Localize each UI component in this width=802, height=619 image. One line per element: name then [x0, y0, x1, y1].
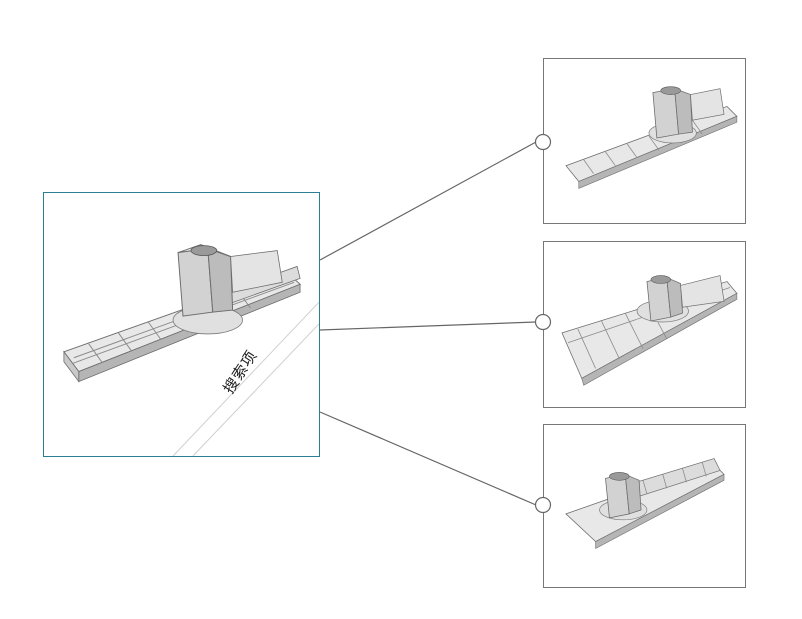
connector-line-3: [319, 411, 537, 506]
connector-line-1: [319, 141, 537, 261]
result-panel-1[interactable]: [543, 58, 746, 224]
connector-line-2: [319, 321, 537, 331]
query-panel[interactable]: [43, 192, 320, 457]
result-panel-2[interactable]: [543, 241, 746, 408]
cad-part-render-result-1: [565, 86, 738, 189]
cad-part-render-result-3: [565, 458, 725, 549]
result-panel-3[interactable]: [543, 424, 746, 588]
cad-part-render-query: [63, 244, 302, 383]
cad-part-render-result-2: [561, 275, 738, 386]
